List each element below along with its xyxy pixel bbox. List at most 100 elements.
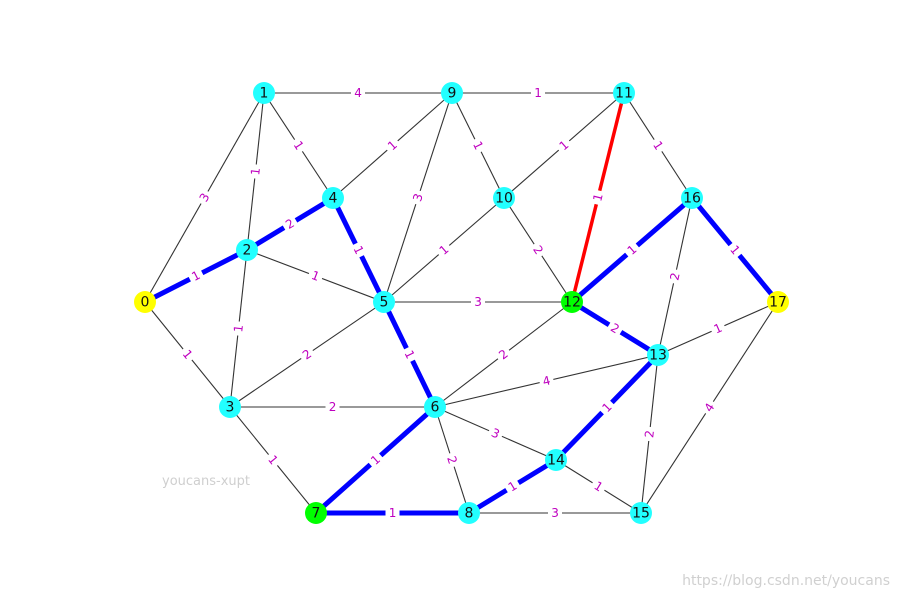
node-label: 0 [141,295,150,311]
edge-weight-label: 3 [408,188,428,207]
edge-label-background [442,450,462,470]
edge-weight-label: 1 [531,85,545,101]
edge-weight-label: 1 [724,239,746,261]
edge-weight-label: 2 [527,239,549,261]
edge-weight-label: 3 [485,423,506,444]
node-circle [630,502,652,524]
edge-label-background [408,188,428,207]
graph-node-4: 4 [322,187,344,209]
edge-weight-label: 2 [296,343,318,366]
edge-label-background [229,320,248,337]
edge-label-background [724,239,746,261]
edge-label-background [596,396,618,419]
edge-label-background [279,213,301,235]
edge-weight-label: 1 [229,320,248,337]
edge-weight-text: 3 [410,192,426,204]
edge-label-background [588,188,608,207]
edge-weight-label: 4 [537,371,556,391]
node-label: 11 [615,86,633,102]
edge-weight-label: 2 [442,450,462,470]
edge-label-background [381,134,404,157]
edge-weight-text: 1 [389,506,397,520]
edge-label-background [467,135,489,156]
edge-weight-label: 1 [553,134,575,157]
node-circle [647,344,669,366]
edge-weight-text: 4 [541,373,552,388]
node-label: 10 [495,191,513,207]
node-circle [134,291,156,313]
edge-weight-text: 1 [590,192,605,203]
edge-label-background [325,399,340,415]
graph-node-6: 6 [424,396,446,418]
edge-label-background [588,476,609,497]
edge-weight-label: 1 [708,318,728,339]
graph-node-11: 11 [613,82,635,104]
edge-weight-label: 1 [588,188,608,207]
node-label: 14 [547,453,565,469]
edge-weight-text: 1 [248,167,263,176]
graph-node-10: 10 [493,187,515,209]
edge-label-background [647,135,669,156]
node-circle [424,396,446,418]
edge-label-background [246,163,265,180]
edge-label-background [351,85,365,101]
node-label: 5 [380,295,389,311]
node-label: 7 [312,506,321,522]
edge-label-background [194,187,215,208]
edge-weight-label: 1 [306,266,325,286]
edge-label-background [708,318,728,339]
node-label: 9 [448,86,457,102]
node-circle [493,187,515,209]
edge-label-background [385,505,400,521]
edge-label-background [640,426,659,442]
edge-weight-label: 1 [596,396,618,419]
edge-weight-label: 1 [262,449,284,471]
node-label: 2 [243,243,252,259]
graph-node-9: 9 [441,82,463,104]
edge-label-background [604,318,626,339]
node-circle [253,82,275,104]
edge-weight-text: 2 [444,454,460,466]
node-label: 4 [329,191,338,207]
edge-weight-label: 1 [621,239,643,261]
edge-label-background [502,476,523,497]
edge-label-background [531,85,545,101]
edge-weight-label: 3 [548,505,562,521]
edge-weight-text: 2 [329,400,337,414]
edge-weight-label: 2 [325,399,340,415]
edge-weight-label: 1 [176,344,199,365]
edge-weight-label: 1 [385,505,400,521]
edge-weight-label: 1 [381,134,404,157]
edge-label-background [176,344,199,365]
edge-label-background [287,135,310,156]
node-label: 8 [465,506,474,522]
node-label: 15 [632,506,650,522]
edge-weight-text: 1 [231,324,246,333]
graph-node-7: 7 [305,502,327,524]
graph-node-17: 17 [767,291,789,313]
edge-weight-label: 2 [604,318,626,339]
node-label: 16 [683,191,701,207]
edge-weight-label: 4 [351,85,365,101]
edge-label-background [621,239,643,261]
edge-label-background [553,134,575,157]
graph-node-13: 13 [647,344,669,366]
node-circle [373,291,395,313]
edge-weight-label: 1 [348,240,369,260]
edge-weight-label: 4 [698,397,721,418]
node-circle [561,291,583,313]
edge-weight-text: 2 [642,429,657,438]
graph-node-0: 0 [134,291,156,313]
edge-weight-label: 3 [471,294,485,310]
edge-label-background [364,449,387,471]
edge-label-background [186,265,206,287]
edge-weight-label: 1 [502,476,523,497]
edge-label-background [471,294,485,310]
edge-weight-label: 1 [399,344,420,365]
edge-label-background [348,240,369,260]
node-circle [441,82,463,104]
edge-weight-label: 1 [433,239,455,261]
node-circle [545,449,567,471]
